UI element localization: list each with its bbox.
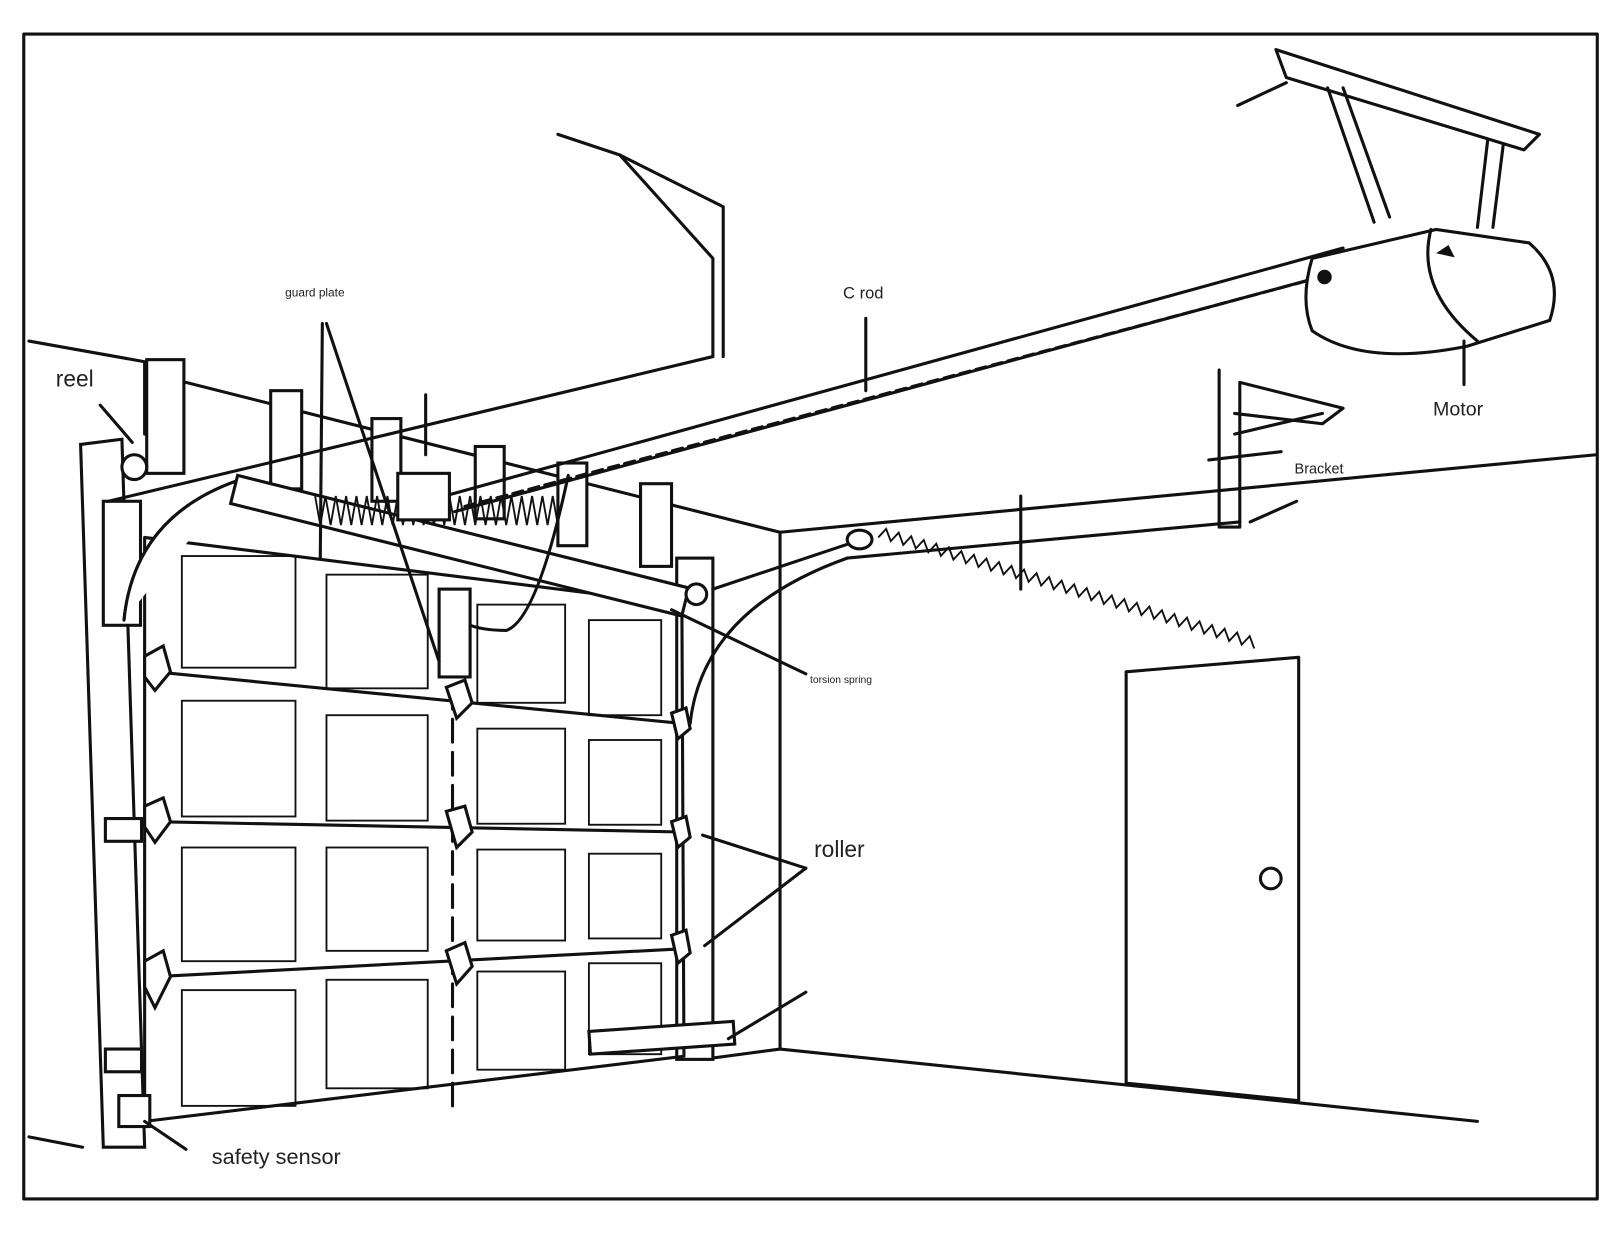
label-safety-sensor: safety sensor (212, 1144, 341, 1169)
rollers (143, 643, 692, 1012)
garage-walls (27, 339, 1598, 1149)
opener-rail (396, 246, 1345, 679)
bottom-strut (587, 1019, 737, 1056)
tracks (106, 355, 1242, 726)
leader-lines (98, 81, 1466, 1151)
side-door (1124, 655, 1301, 1103)
opener-motor (1274, 48, 1556, 356)
ceiling-brackets (556, 132, 1345, 529)
label-reel: reel (56, 366, 94, 392)
frame-border (22, 32, 1599, 1201)
label-bracket: Bracket (1295, 461, 1344, 477)
label-guard-plate: guard plate (285, 286, 345, 300)
label-roller: roller (814, 836, 865, 862)
extension-spring (711, 527, 1256, 649)
label-torsion-spring: torsion spring (810, 675, 872, 686)
label-c-rod: C rod (843, 284, 883, 303)
label-motor: Motor (1433, 398, 1484, 420)
